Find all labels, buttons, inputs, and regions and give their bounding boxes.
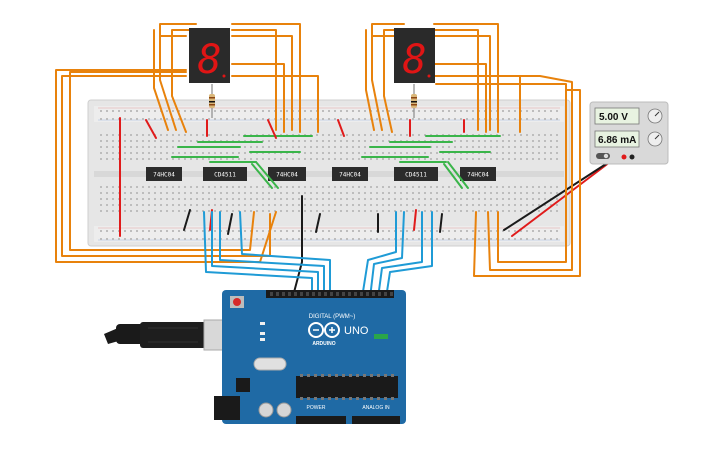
chip-6-label: 74HC04	[467, 172, 489, 179]
green-wires[interactable]	[171, 135, 501, 189]
arduino-uno-board[interactable]: DIGITAL (PWM~) UNO ARDUINO	[214, 290, 406, 424]
seven-segment-display-1[interactable]: 8	[189, 28, 230, 83]
power-supply[interactable]: 5.00 V 6.86 mA	[589, 101, 669, 165]
chip-4[interactable]: 74HC04	[332, 167, 368, 181]
orange-wires[interactable]	[55, 23, 581, 277]
red-wires[interactable]	[119, 117, 611, 237]
display-2-digit: 8	[402, 37, 426, 83]
power-header-label: POWER	[307, 405, 326, 411]
display-1-digit: 8	[197, 37, 221, 83]
arduino-model: UNO	[344, 325, 369, 337]
psu-positive-terminal-icon[interactable]	[621, 154, 627, 160]
psu-current-readout: 6.86 mA	[598, 135, 636, 146]
chip-1-label: 74HC04	[153, 172, 175, 179]
chip-4-label: 74HC04	[339, 172, 361, 179]
chip-3-label: 74HC04	[276, 172, 298, 179]
psu-negative-terminal-icon[interactable]	[629, 154, 635, 160]
reset-button[interactable]	[233, 298, 241, 306]
resistor-2[interactable]	[411, 84, 417, 118]
chip-1[interactable]: 74HC04	[146, 167, 182, 181]
blue-wires[interactable]	[203, 211, 433, 299]
arduino-logo-icon	[308, 322, 340, 338]
black-wires[interactable]	[183, 163, 607, 301]
seven-segment-display-2[interactable]: 8	[394, 28, 435, 83]
chip-5-label: CD4511	[405, 172, 427, 179]
chip-2[interactable]: CD4511	[203, 167, 247, 181]
chip-3[interactable]: 74HC04	[268, 167, 306, 181]
arduino-brand: ARDUINO	[312, 341, 335, 347]
digital-header-label: DIGITAL (PWM~)	[309, 314, 356, 320]
chip-5[interactable]: CD4511	[394, 167, 438, 181]
chip-2-label: CD4511	[214, 172, 236, 179]
chip-6[interactable]: 74HC04	[460, 167, 496, 181]
resistor-1[interactable]	[209, 84, 215, 118]
psu-voltage-readout: 5.00 V	[599, 112, 628, 123]
analog-header-label: ANALOG IN	[362, 405, 390, 411]
